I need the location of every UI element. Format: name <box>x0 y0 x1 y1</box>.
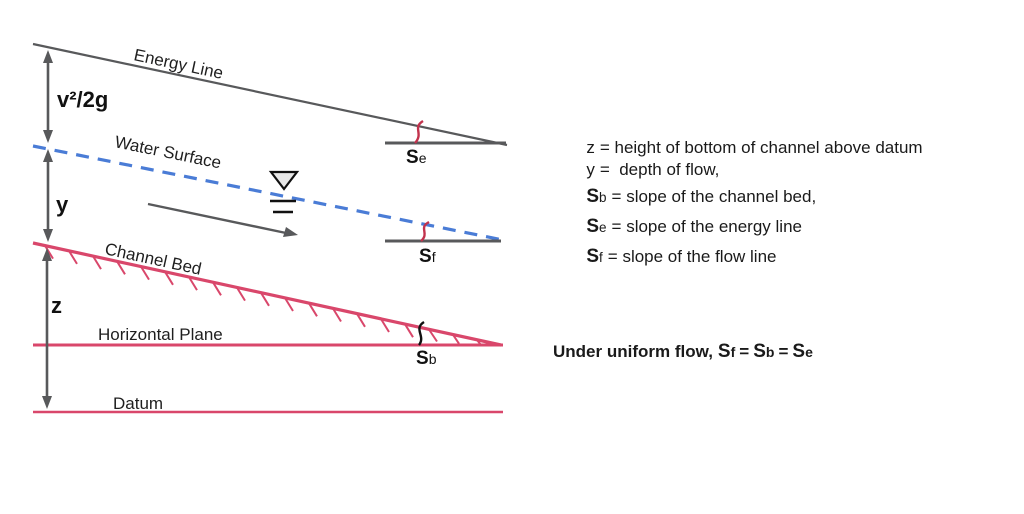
channel-bed-label: Channel Bed <box>103 239 203 279</box>
flow-depth-arrow <box>43 149 53 242</box>
flow-slope-angle-arc <box>420 220 430 242</box>
energy-line <box>32 42 508 147</box>
definition-y: y= depth of flow, <box>558 140 719 200</box>
flow-slope-label: Sf <box>419 246 436 267</box>
symbol-se: S <box>586 216 600 237</box>
symbol-se-sub: e <box>599 220 607 235</box>
definition-sb: Sb = slope of the channel bed, <box>558 167 816 228</box>
equals-sign: = <box>739 342 750 361</box>
uniform-sf: S <box>717 341 731 362</box>
definition-sf-text: = slope of the flow line <box>607 247 777 266</box>
water-level-nabla-icon <box>268 170 300 214</box>
water-surface-line <box>32 144 504 242</box>
definition-sf: Sf = slope of the flow line <box>558 227 777 288</box>
velocity-head-arrow <box>43 50 53 143</box>
equals-sign: = <box>778 342 789 361</box>
flow-depth-label: y <box>56 192 69 217</box>
uniform-sb: S <box>753 341 766 362</box>
definition-sb-text: = slope of the channel bed, <box>611 187 817 206</box>
uniform-se-sub: e <box>805 344 813 360</box>
uniform-flow-prefix: Under uniform flow, <box>553 342 713 361</box>
symbol-sf: S <box>586 246 600 267</box>
flow-direction-arrow <box>147 202 298 237</box>
bed-height-arrow <box>42 248 52 409</box>
uniform-sb-sub: b <box>765 344 775 360</box>
bed-height-label: z <box>51 293 62 318</box>
energy-slope-label: Se <box>406 147 427 168</box>
horizontal-plane-label: Horizontal Plane <box>98 325 223 344</box>
bed-slope-label: Sb <box>416 348 437 369</box>
bed-slope-angle-arc <box>417 320 425 346</box>
symbol-z: z <box>586 138 595 157</box>
symbol-sb-sub: b <box>599 190 607 205</box>
uniform-sf-sub: f <box>730 344 736 360</box>
channel-bed-line <box>32 241 502 347</box>
definition-z-text: = height of bottom of channel above datu… <box>599 138 923 157</box>
symbol-sb: S <box>586 186 600 207</box>
energy-slope-angle-arc <box>414 119 424 144</box>
uniform-flow-note: Under uniform flow,Sf=Sb=Se <box>553 341 813 363</box>
channel-flow-figure: Energy Line Water Surface Channel Bed Ho… <box>32 42 508 414</box>
channel-bed-hatching <box>44 245 482 346</box>
symbol-y: y <box>586 160 595 179</box>
definition-z: z= height of bottom of channel above dat… <box>558 118 923 178</box>
symbol-sf-sub: f <box>599 250 603 265</box>
datum-label: Datum <box>113 394 163 413</box>
definition-y-text: = depth of flow, <box>599 160 720 179</box>
definition-se: Se = slope of the energy line <box>558 197 802 258</box>
uniform-se: S <box>792 341 806 362</box>
velocity-head-label: v²/2g <box>57 87 108 112</box>
energy-line-label: Energy Line <box>132 45 225 83</box>
definition-se-text: = slope of the energy line <box>611 217 802 236</box>
